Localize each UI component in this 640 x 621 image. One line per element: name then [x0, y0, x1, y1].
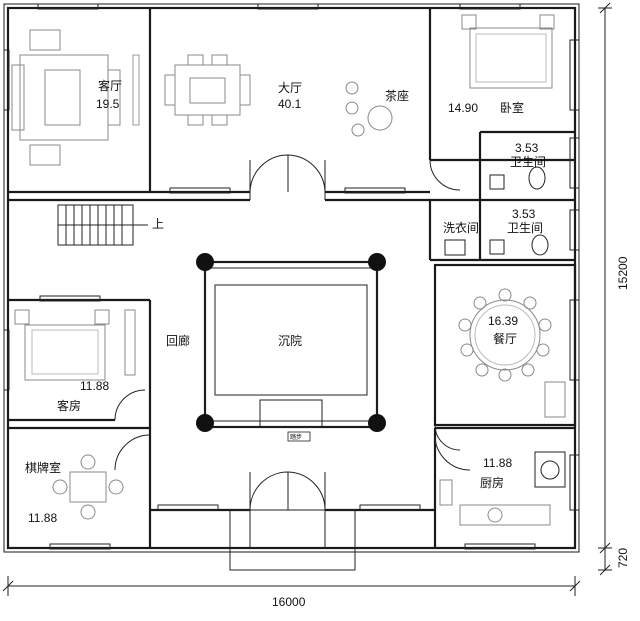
- dining-label: 餐厅: [493, 331, 517, 346]
- porch-dimension: 720: [616, 548, 630, 568]
- hall-area: 40.1: [278, 97, 302, 111]
- entry-porch: [229, 509, 356, 571]
- guest-room-area: 11.88: [80, 379, 109, 393]
- dimension-height: [598, 2, 612, 576]
- guest-room-label: 客房: [57, 398, 81, 413]
- dining-sideboard: [544, 381, 566, 418]
- tea-set: [345, 81, 393, 137]
- kitchen-area: 11.88: [483, 456, 512, 470]
- bath2-area: 3.53: [512, 207, 536, 221]
- hall-door-right[interactable]: [287, 154, 326, 193]
- bath2-label: 卫生间: [507, 221, 543, 235]
- living-room-area: 19.5: [96, 97, 120, 111]
- pillar-ne: [368, 253, 386, 271]
- chess-room-label: 棋牌室: [25, 460, 61, 475]
- pillar-nw: [196, 253, 214, 271]
- kitchen-counter: [439, 451, 566, 526]
- dining-round-table: [458, 288, 552, 382]
- stairs: [57, 204, 148, 246]
- courtyard-label: 沉院: [278, 334, 302, 348]
- chess-table: [52, 454, 124, 520]
- guest-bed: [14, 309, 136, 381]
- bedroom-door[interactable]: [429, 159, 461, 191]
- kitchen-door[interactable]: [434, 434, 471, 471]
- bedroom-bed: [461, 14, 555, 89]
- stair-label: 上: [152, 217, 164, 231]
- entry-door-left[interactable]: [249, 471, 289, 511]
- bedroom-label: 卧室: [500, 100, 524, 115]
- dimension-width: [2, 576, 581, 596]
- laundry-label: 洗衣间: [443, 220, 479, 235]
- bath1-area: 3.53: [515, 141, 539, 155]
- chess-room-area: 11.88: [28, 511, 57, 525]
- width-dimension: 16000: [272, 595, 306, 609]
- entry-door-right[interactable]: [287, 471, 326, 511]
- hall-door-left[interactable]: [249, 154, 289, 193]
- courtyard-inner: [204, 267, 378, 422]
- living-room-label: 客厅: [98, 78, 122, 93]
- corridor-label: 回廊: [166, 333, 190, 348]
- bath-fixtures: [444, 166, 549, 256]
- dining-area: 16.39: [488, 314, 518, 328]
- chess-door[interactable]: [114, 434, 151, 471]
- guest-door[interactable]: [114, 389, 146, 421]
- height-dimension: 15200: [616, 256, 630, 290]
- hall-table-set: [164, 54, 251, 126]
- dining-walls: [433, 263, 577, 427]
- bath1-label: 卫生间: [510, 155, 546, 169]
- windows: [3, 3, 580, 550]
- courtyard-pool: [214, 284, 368, 396]
- kitchen-label: 厨房: [480, 475, 504, 490]
- living-cabinet: [132, 54, 140, 126]
- pillar-sw: [196, 414, 214, 432]
- step-tag-box: [287, 431, 311, 442]
- bedroom-area: 14.90: [448, 101, 478, 115]
- courtyard-step: [259, 399, 323, 428]
- courtyard-tag: 踏步: [290, 433, 302, 441]
- living-sofa-set: [11, 29, 121, 166]
- pillar-se: [368, 414, 386, 432]
- tea-label: 茶座: [385, 88, 409, 103]
- hall-label: 大厅: [278, 81, 302, 95]
